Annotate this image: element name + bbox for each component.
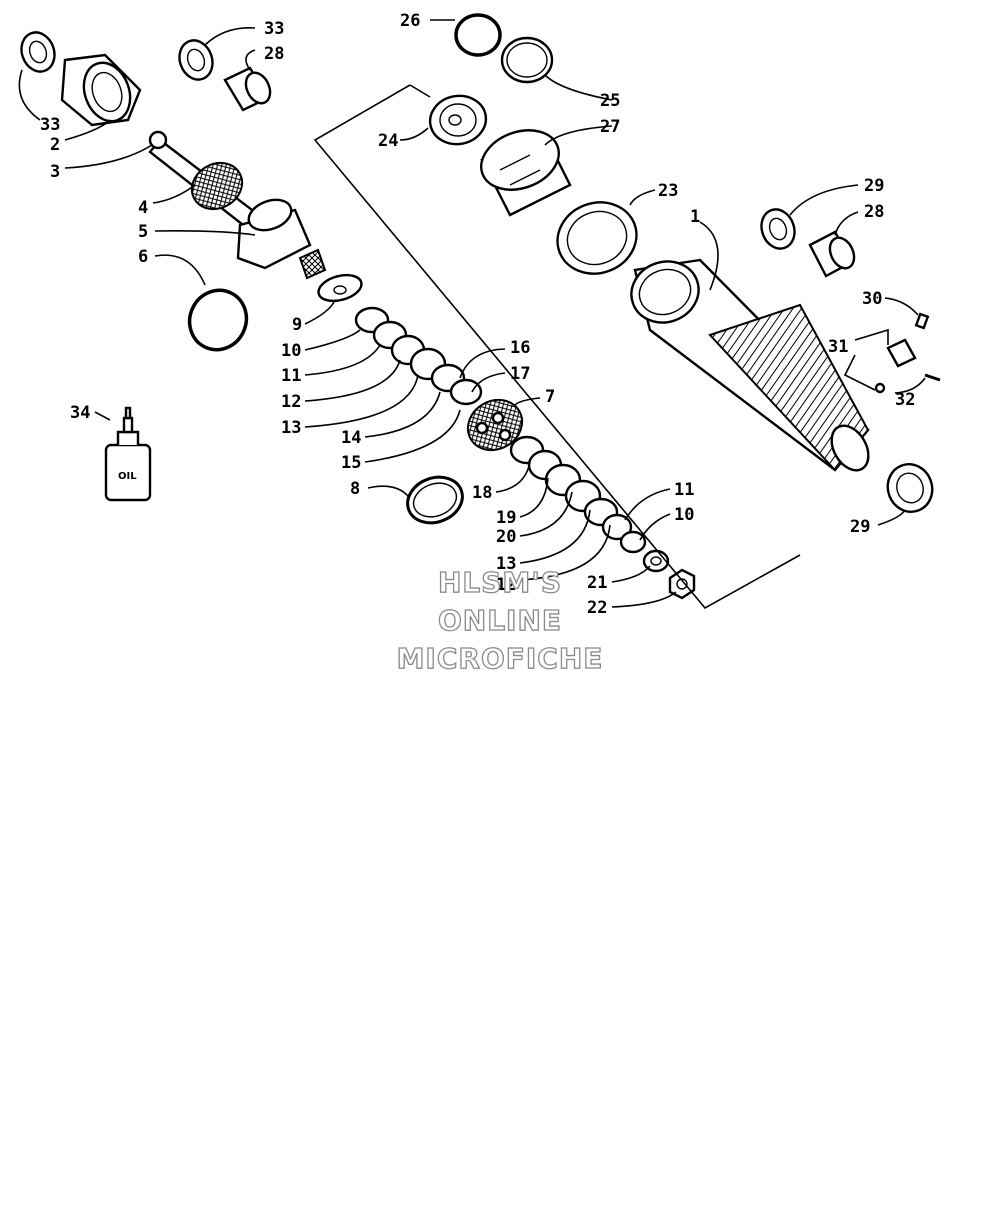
o-ring-6	[187, 288, 249, 352]
callout-33-left[interactable]: 33	[40, 115, 60, 135]
bushing-29-lower	[886, 463, 934, 513]
callout-28-right[interactable]: 28	[864, 202, 884, 222]
valve-stack-lower	[509, 435, 647, 554]
callout-11-lower[interactable]: 11	[674, 480, 694, 500]
callout-30[interactable]: 30	[862, 289, 882, 309]
callout-16[interactable]: 16	[510, 338, 530, 358]
sleeve-28-right	[808, 230, 856, 278]
callout-15[interactable]: 15	[341, 453, 361, 473]
leader-lines	[18, 19, 926, 608]
callout-28-top[interactable]: 28	[264, 44, 284, 64]
valve-stack-upper	[317, 273, 483, 406]
callout-32[interactable]: 32	[895, 390, 915, 410]
valve-body-31	[874, 338, 917, 394]
callout-18[interactable]: 18	[472, 483, 492, 503]
callout-33-top[interactable]: 33	[264, 19, 284, 39]
callout-27[interactable]: 27	[600, 117, 620, 137]
callout-23[interactable]: 23	[658, 181, 678, 201]
ring-25	[500, 36, 554, 84]
subassembly-outline	[313, 84, 801, 610]
watermark-line-1: HLSM'S	[438, 566, 562, 599]
callout-14[interactable]: 14	[341, 428, 361, 448]
shock-body-1	[630, 258, 870, 472]
watermark-line-2: ONLINE	[438, 604, 562, 637]
callout-10[interactable]: 10	[281, 341, 301, 361]
watermark-line-3: MICROFICHE	[397, 642, 604, 675]
piston-7	[466, 398, 524, 452]
bushing-33-left	[20, 31, 56, 73]
nut-22	[668, 568, 696, 600]
callout-labels: 33 28 33 2 3 4 5 6 9 10 11 12 13 14 15 1…	[40, 11, 915, 618]
piston-ring-8	[406, 475, 464, 525]
eye-sleeve-2	[60, 53, 142, 127]
seal-head-5	[236, 198, 327, 280]
callout-22[interactable]: 22	[587, 598, 607, 618]
valve-cap-32	[924, 373, 941, 382]
callout-10-lower[interactable]: 10	[674, 505, 694, 525]
bushing-33-upper	[178, 39, 214, 81]
callout-11[interactable]: 11	[281, 366, 301, 386]
callout-3[interactable]: 3	[50, 162, 60, 182]
spring-seat-27	[480, 129, 572, 217]
callout-13-lower[interactable]: 13	[496, 554, 516, 574]
callout-5[interactable]: 5	[138, 222, 148, 242]
callout-19[interactable]: 19	[496, 508, 516, 528]
callout-25[interactable]: 25	[600, 91, 620, 111]
callout-17[interactable]: 17	[510, 364, 530, 384]
oil-bottle-34: OIL	[104, 406, 152, 502]
watermark: HLSM'S ONLINE MICROFICHE	[396, 565, 604, 675]
callout-6[interactable]: 6	[138, 247, 148, 267]
callout-34[interactable]: 34	[70, 403, 90, 423]
callout-20[interactable]: 20	[496, 527, 516, 547]
bump-stop-4	[190, 161, 244, 211]
schrader-valve-30	[914, 312, 930, 330]
callout-2[interactable]: 2	[50, 135, 60, 155]
callout-13[interactable]: 13	[281, 418, 301, 438]
callout-12-lower[interactable]: 12	[496, 575, 516, 595]
callout-24[interactable]: 24	[378, 131, 398, 151]
callout-8[interactable]: 8	[350, 479, 360, 499]
bushing-29	[760, 208, 796, 250]
sleeve-28-upper	[223, 66, 272, 112]
callout-1[interactable]: 1	[690, 207, 700, 227]
callout-9[interactable]: 9	[292, 315, 302, 335]
callout-31[interactable]: 31	[828, 337, 848, 357]
bottle-label: OIL	[118, 471, 137, 482]
callout-29-lower[interactable]: 29	[850, 517, 870, 537]
callout-7[interactable]: 7	[545, 387, 555, 407]
callout-29-top[interactable]: 29	[864, 176, 884, 196]
adjuster-ring-23	[556, 201, 638, 275]
callout-21[interactable]: 21	[587, 573, 607, 593]
callout-12[interactable]: 12	[281, 392, 301, 412]
ring-26	[454, 13, 502, 57]
callout-26[interactable]: 26	[400, 11, 420, 31]
callout-4[interactable]: 4	[138, 198, 148, 218]
reservoir-cap-24	[428, 94, 488, 146]
